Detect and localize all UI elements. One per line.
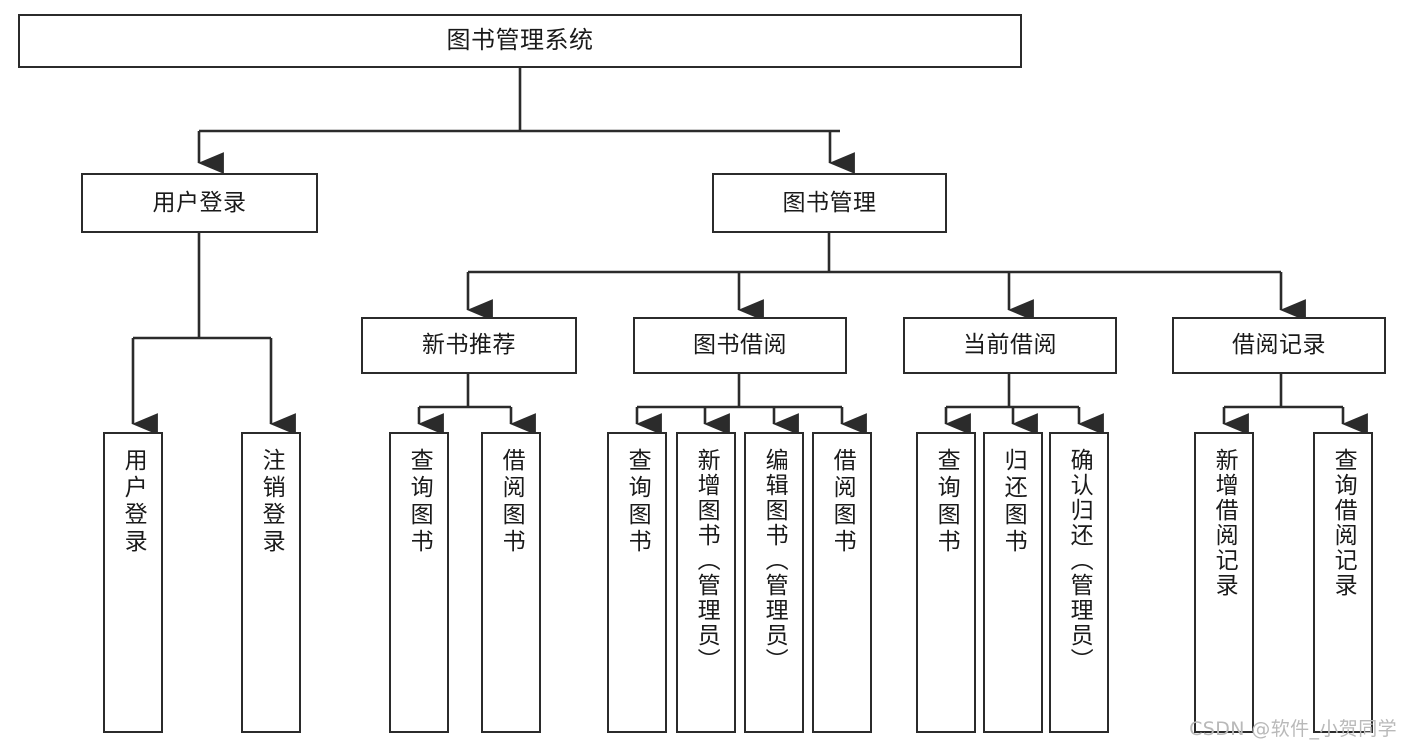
node-book-manage[interactable]: 图书管理: [712, 173, 947, 233]
node-leaf-user-logout-label: 注销登录: [258, 448, 285, 556]
node-leaf-add-book-label: 新增图书（管理员）: [693, 448, 720, 673]
node-leaf-borrow-book-1-label: 借阅图书: [498, 448, 525, 556]
node-leaf-query-book-1-label: 查询图书: [406, 448, 433, 556]
node-leaf-query-book-1[interactable]: 查询图书: [389, 432, 449, 733]
node-leaf-user-logout[interactable]: 注销登录: [241, 432, 301, 733]
node-leaf-add-book[interactable]: 新增图书（管理员）: [676, 432, 736, 733]
node-current-borrow[interactable]: 当前借阅: [903, 317, 1117, 374]
node-leaf-user-login-label: 用户登录: [120, 448, 147, 556]
node-new-book-recommend-label: 新书推荐: [422, 332, 516, 359]
node-leaf-return-book-label: 归还图书: [1000, 448, 1027, 556]
node-leaf-edit-book-label: 编辑图书（管理员）: [761, 448, 788, 673]
node-current-borrow-label: 当前借阅: [963, 332, 1057, 359]
node-leaf-borrow-book-2[interactable]: 借阅图书: [812, 432, 872, 733]
node-leaf-query-record[interactable]: 查询借阅记录: [1313, 432, 1373, 733]
node-root[interactable]: 图书管理系统: [18, 14, 1022, 68]
node-root-label: 图书管理系统: [446, 26, 594, 55]
node-leaf-query-book-2[interactable]: 查询图书: [607, 432, 667, 733]
node-leaf-query-book-2-label: 查询图书: [624, 448, 651, 556]
node-borrow-record[interactable]: 借阅记录: [1172, 317, 1386, 374]
node-book-manage-label: 图书管理: [782, 189, 877, 216]
watermark-text: CSDN @软件_小贺同学: [1189, 718, 1397, 740]
node-leaf-confirm-return[interactable]: 确认归还（管理员）: [1049, 432, 1109, 733]
node-leaf-query-record-label: 查询借阅记录: [1330, 448, 1357, 598]
node-leaf-user-login[interactable]: 用户登录: [103, 432, 163, 733]
node-leaf-return-book[interactable]: 归还图书: [983, 432, 1043, 733]
node-leaf-confirm-return-label: 确认归还（管理员）: [1066, 448, 1093, 673]
node-leaf-query-book-3[interactable]: 查询图书: [916, 432, 976, 733]
node-leaf-borrow-book-1[interactable]: 借阅图书: [481, 432, 541, 733]
node-leaf-add-record[interactable]: 新增借阅记录: [1194, 432, 1254, 733]
node-new-book-recommend[interactable]: 新书推荐: [361, 317, 577, 374]
node-leaf-borrow-book-2-label: 借阅图书: [829, 448, 856, 556]
node-borrow-record-label: 借阅记录: [1232, 332, 1326, 359]
node-book-borrow-label: 图书借阅: [693, 332, 787, 359]
node-leaf-edit-book[interactable]: 编辑图书（管理员）: [744, 432, 804, 733]
node-book-borrow[interactable]: 图书借阅: [633, 317, 847, 374]
node-user-login[interactable]: 用户登录: [81, 173, 318, 233]
node-user-login-label: 用户登录: [152, 189, 247, 216]
node-leaf-add-record-label: 新增借阅记录: [1211, 448, 1238, 598]
node-leaf-query-book-3-label: 查询图书: [933, 448, 960, 556]
